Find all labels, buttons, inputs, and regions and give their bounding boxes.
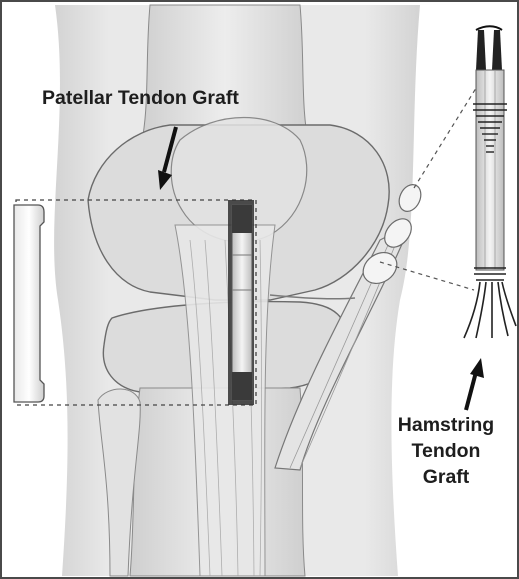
hamstring-label-line-1: Hamstring [384,412,508,438]
hamstring-tendon-graft-label: Hamstring Tendon Graft [384,412,508,490]
patellar-graft-extracted [14,205,44,402]
patellar-graft-in-knee [228,200,254,405]
hamstring-label-line-2: Tendon [384,438,508,464]
hamstring-label-line-3: Graft [384,464,508,490]
patellar-tendon-graft-label: Patellar Tendon Graft [42,86,239,110]
